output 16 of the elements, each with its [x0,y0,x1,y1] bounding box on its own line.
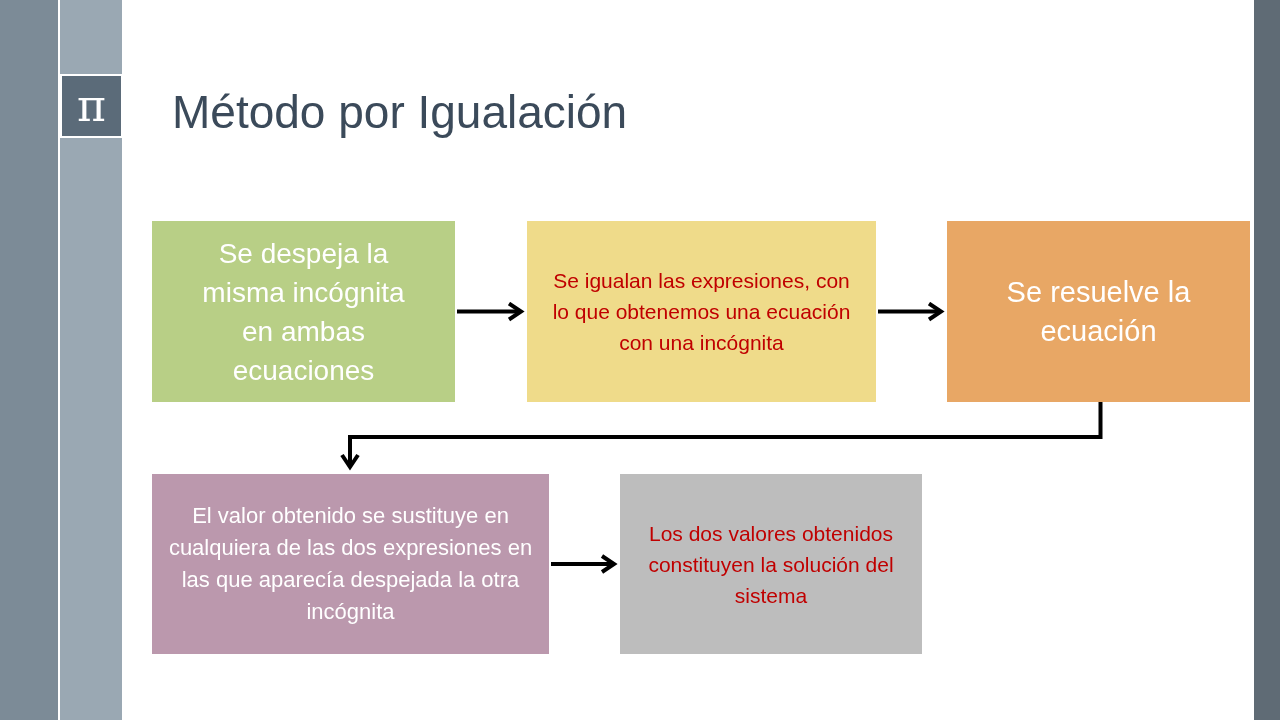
arrow [457,301,523,322]
arrow [551,554,616,574]
step-text: Se resuelve la ecuación [1005,274,1192,349]
process-box [947,221,1250,402]
title: Método por Igualación [172,85,628,140]
step-text: Se despeja la misma incógnita en ambas ecuaciones [201,236,406,388]
arrow [340,402,1103,469]
process-box [152,221,455,402]
pi-label: π [60,74,123,138]
process-box [527,221,876,402]
step-text: Los dos valores obtenidos constituyen la solución del sistema [647,520,895,609]
step-text: Se igualan las expresiones, con lo que obtenemos una ecuación con una incógnita [551,268,852,356]
process-box [620,474,922,654]
process-box [152,474,549,654]
step-text: El valor obtenido se sustituye en cualquiera de las dos expresiones en las que aparecía despejada la otra incógnita [167,502,534,626]
arrow [878,301,943,322]
